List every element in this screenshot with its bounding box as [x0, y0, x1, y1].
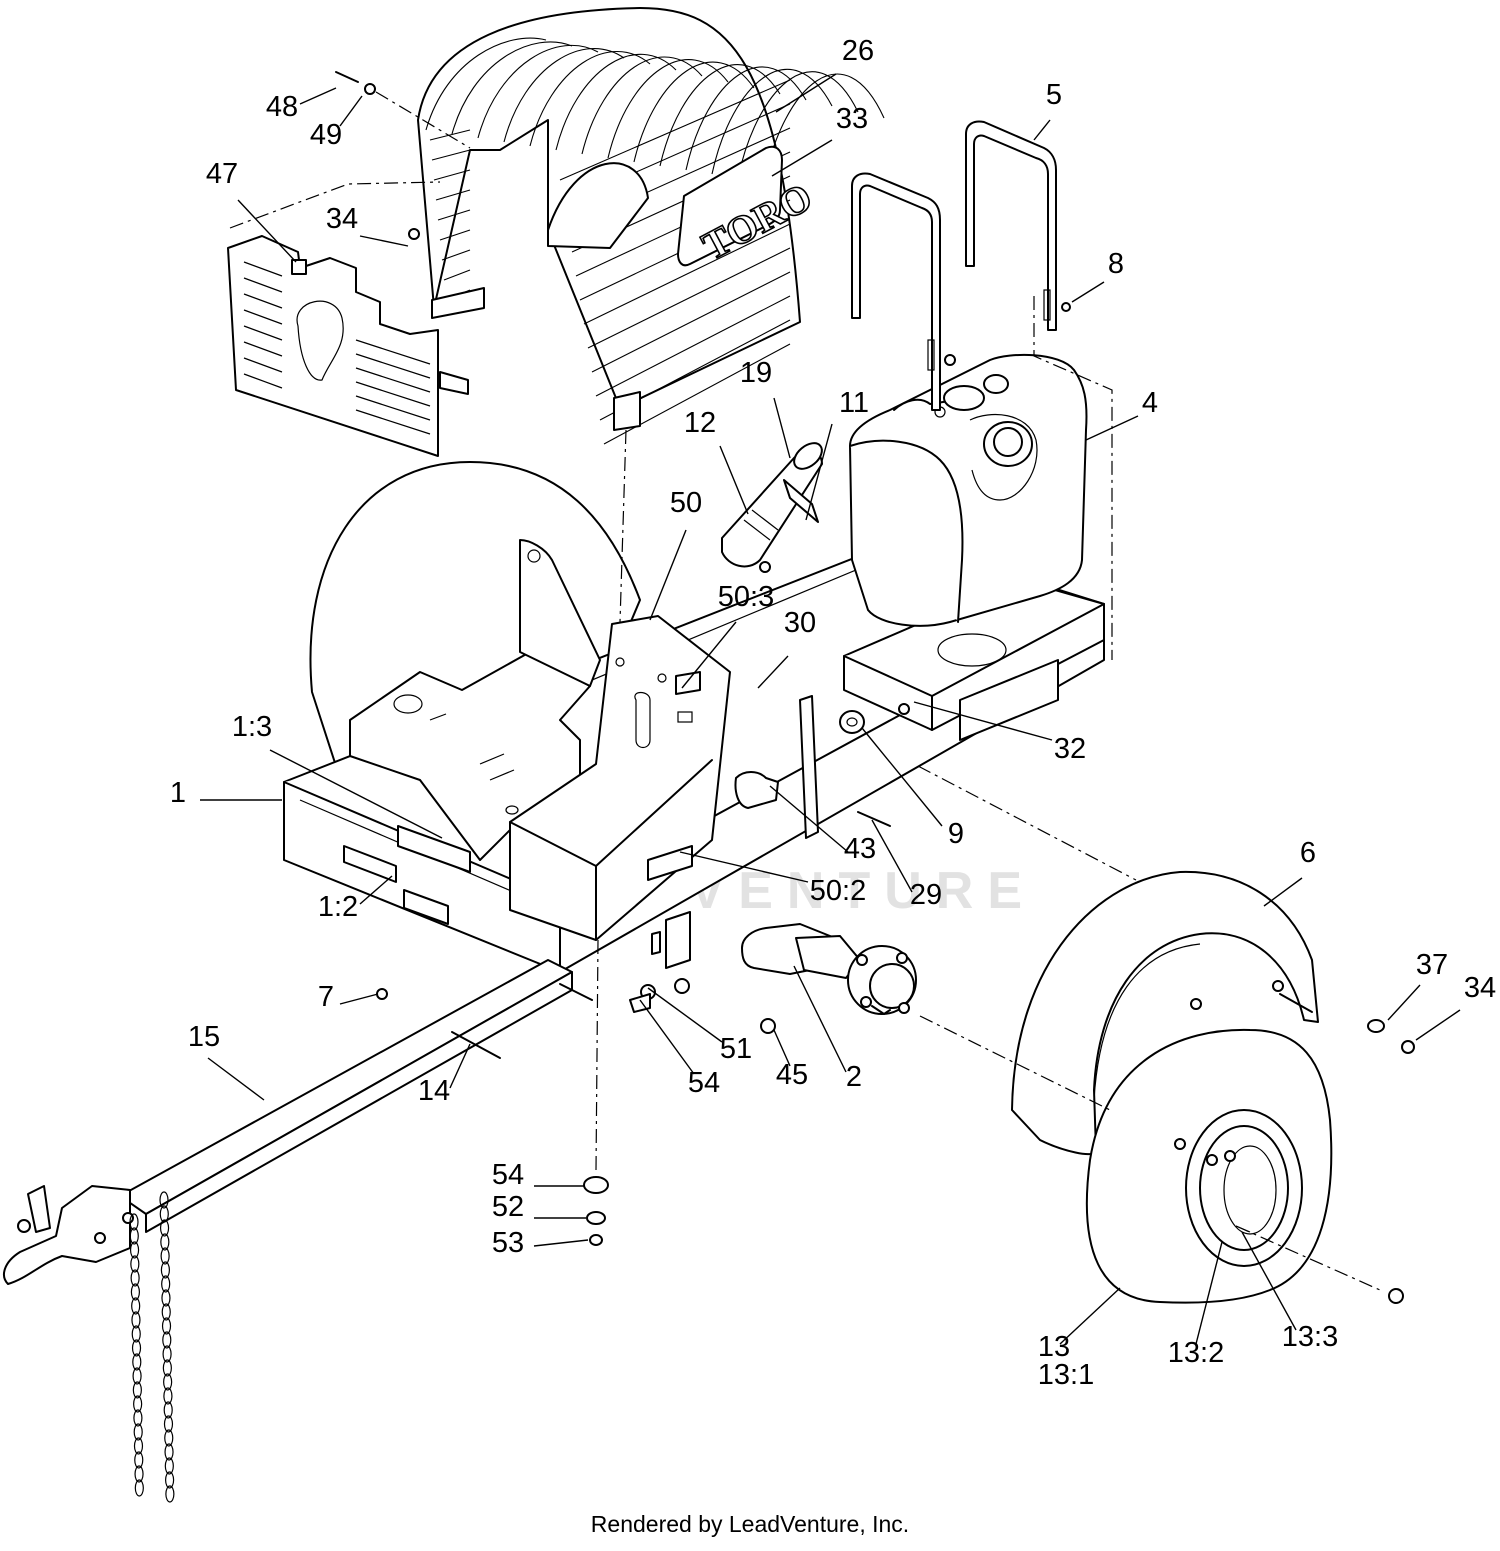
callout-c30: 30	[784, 607, 816, 639]
callout-c49: 49	[310, 119, 342, 151]
callout-c2: 2	[846, 1061, 862, 1093]
callout-c1-3: 1:3	[232, 711, 272, 743]
callout-c34b: 34	[1464, 972, 1496, 1004]
toro-decal	[677, 145, 783, 267]
callout-c34a: 34	[326, 203, 358, 235]
callout-c54b: 54	[492, 1159, 524, 1191]
tank-bracket	[509, 615, 731, 941]
callout-c7: 7	[318, 981, 334, 1013]
engine-side-shield	[227, 235, 469, 457]
right-fender	[1011, 870, 1319, 1156]
axle-assembly	[651, 695, 917, 1015]
tow-tongue	[3, 959, 573, 1503]
callout-c14: 14	[418, 1075, 450, 1107]
callout-c12: 12	[684, 407, 716, 439]
footer-credit: Rendered by LeadVenture, Inc.	[591, 1511, 909, 1537]
callout-c1-2: 1:2	[318, 891, 358, 923]
callout-c51: 51	[720, 1033, 752, 1065]
fuel-tank-tray	[843, 579, 1105, 741]
hardware	[335, 71, 1415, 1304]
callout-c52: 52	[492, 1191, 524, 1223]
callout-c43: 43	[844, 833, 876, 865]
callout-c33: 33	[836, 103, 868, 135]
callout-c47: 47	[206, 158, 238, 190]
callout-c13-2: 13:2	[1168, 1337, 1224, 1369]
alignment-lines	[229, 91, 1381, 1291]
callout-c15: 15	[188, 1021, 220, 1053]
callout-c13-1: 13:1	[1038, 1359, 1094, 1391]
engine-guard: TORO	[417, 7, 885, 445]
callout-c54a: 54	[688, 1067, 720, 1099]
callout-c5: 5	[1046, 79, 1062, 111]
callout-c50: 50	[670, 487, 702, 519]
callout-c1: 1	[170, 777, 186, 809]
callout-c13: 13	[1038, 1331, 1070, 1363]
fuel-filler-neck	[721, 442, 823, 568]
callout-c50-2: 50:2	[810, 875, 866, 907]
callout-c11: 11	[839, 387, 869, 419]
callout-c45: 45	[776, 1059, 808, 1091]
callout-c13-3: 13:3	[1282, 1321, 1338, 1353]
callout-c37: 37	[1416, 949, 1448, 981]
callout-c32: 32	[1054, 733, 1086, 765]
callout-c6: 6	[1300, 837, 1316, 869]
callout-c50-3: 50:3	[718, 581, 774, 613]
leader-lines	[200, 73, 1461, 1345]
callout-c4: 4	[1142, 387, 1158, 419]
callout-c8: 8	[1108, 248, 1124, 280]
callout-c19: 19	[740, 357, 772, 389]
callout-c53: 53	[492, 1227, 524, 1259]
callout-c29: 29	[910, 879, 942, 911]
callout-c48: 48	[266, 91, 298, 123]
callout-c9: 9	[948, 818, 964, 850]
rear-wheel	[1085, 1028, 1333, 1304]
fuel-tank	[849, 353, 1088, 627]
callout-c26: 26	[842, 35, 874, 67]
tank-straps	[851, 120, 1057, 411]
